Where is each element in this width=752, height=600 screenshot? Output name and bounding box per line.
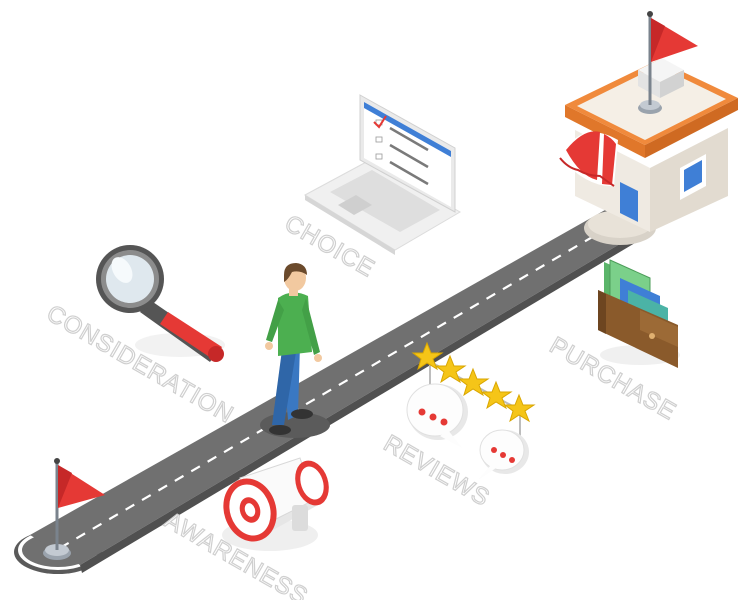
stage-label-consideration: CONSIDERATION (42, 300, 238, 429)
wallet-icon (598, 260, 680, 368)
stage-label-reviews: REVIEWS (379, 430, 494, 512)
